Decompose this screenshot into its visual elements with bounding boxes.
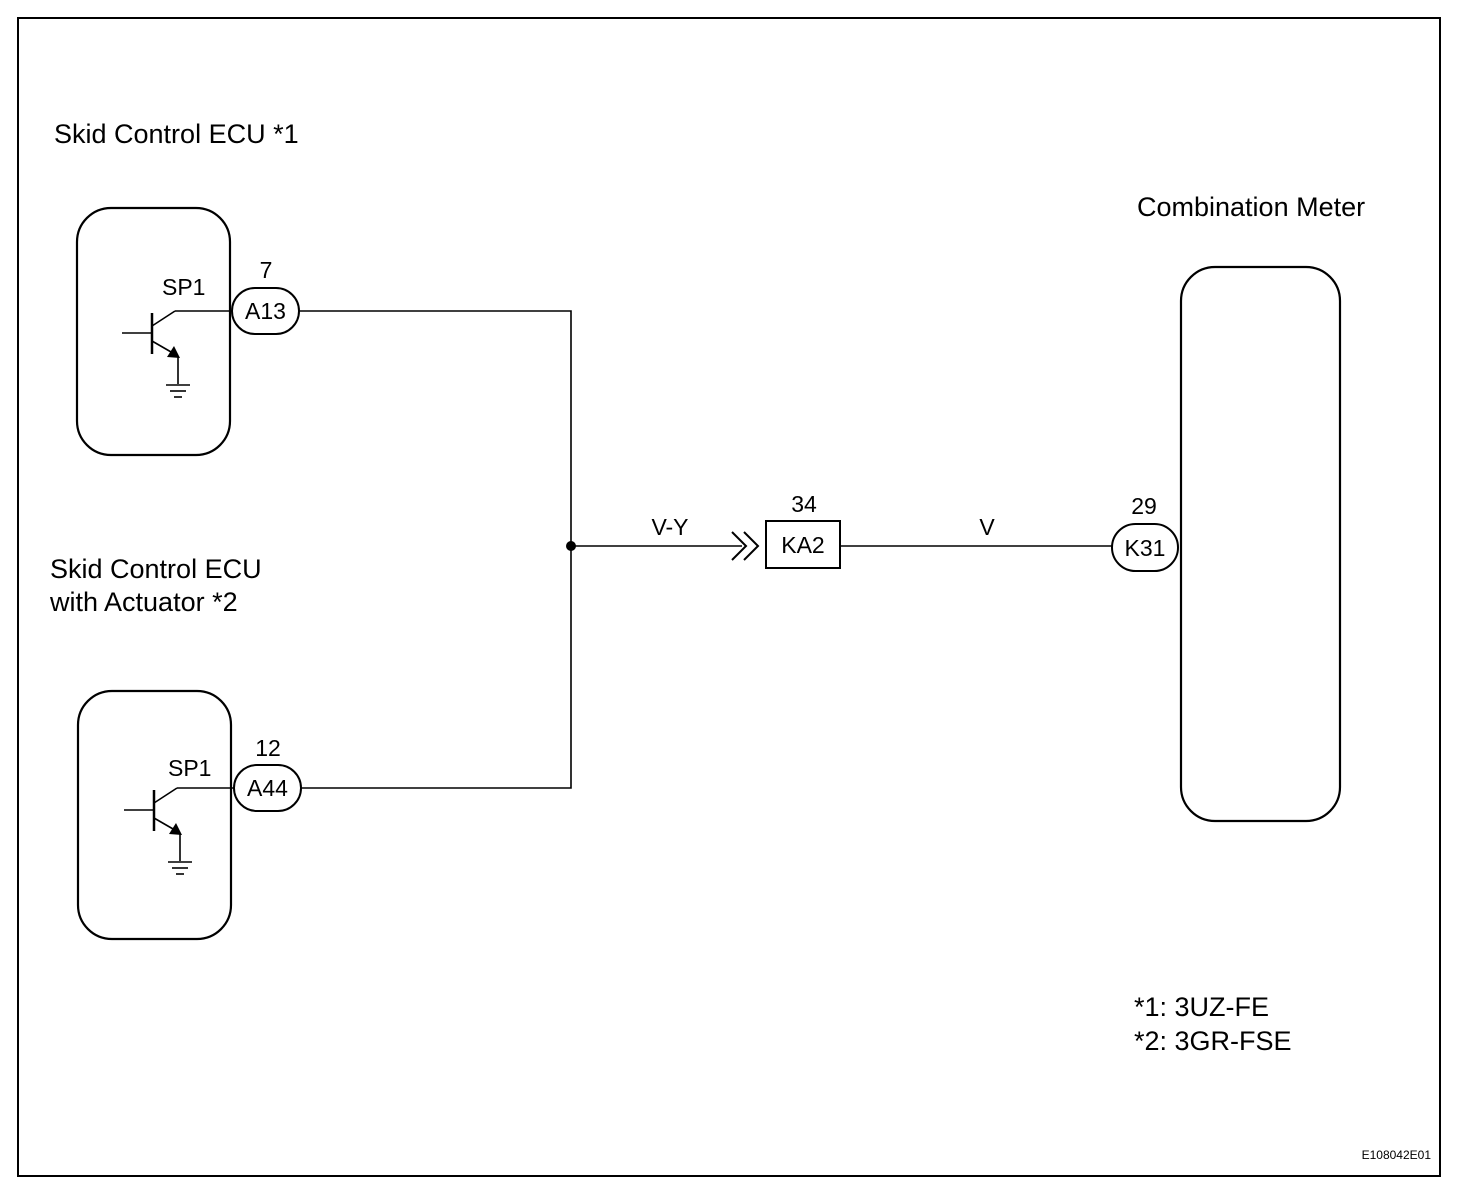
ecu1-connector-label: A13	[245, 298, 286, 324]
ecu1-label: Skid Control ECU *1	[54, 119, 299, 149]
ecu1-transistor-icon	[122, 310, 233, 384]
vy-wire-label: V-Y	[651, 514, 688, 540]
ecu2-label-line2: with Actuator *2	[49, 587, 238, 617]
ecu1-box	[75, 206, 232, 457]
ecu2-label-line1: Skid Control ECU	[50, 554, 262, 584]
note-2: *2: 3GR-FSE	[1134, 1026, 1292, 1056]
ecu2-transistor-icon	[124, 787, 235, 861]
v-wire-label: V	[979, 514, 995, 540]
ecu1-terminal-label: SP1	[162, 274, 205, 300]
note-1: *1: 3UZ-FE	[1134, 992, 1269, 1022]
meter-label: Combination Meter	[1137, 192, 1365, 222]
ecu2-wire	[301, 546, 572, 789]
ecu1-ground-icon	[166, 384, 190, 398]
ecu1-pin-number: 7	[260, 257, 273, 283]
ecu2-connector-label: A44	[247, 775, 288, 801]
ka2-arrow-icon	[731, 531, 760, 561]
ka2-connector	[765, 520, 841, 569]
ka2-connector-label: KA2	[781, 532, 824, 558]
ecu2-ground-icon	[168, 861, 192, 875]
meter-box	[1179, 265, 1342, 823]
meter-connector-label: K31	[1125, 535, 1166, 561]
figure-id: E108042E01	[1362, 1148, 1432, 1162]
ecu2-pin-number: 12	[255, 735, 281, 761]
ecu2-terminal-label: SP1	[168, 755, 211, 781]
meter-connector	[1111, 523, 1179, 572]
ecu2-box	[76, 689, 233, 941]
ecu1-wire	[299, 310, 572, 546]
ka2-pin-number: 34	[791, 491, 817, 517]
diagram-frame	[17, 17, 1441, 1177]
meter-pin-number: 29	[1131, 493, 1157, 519]
